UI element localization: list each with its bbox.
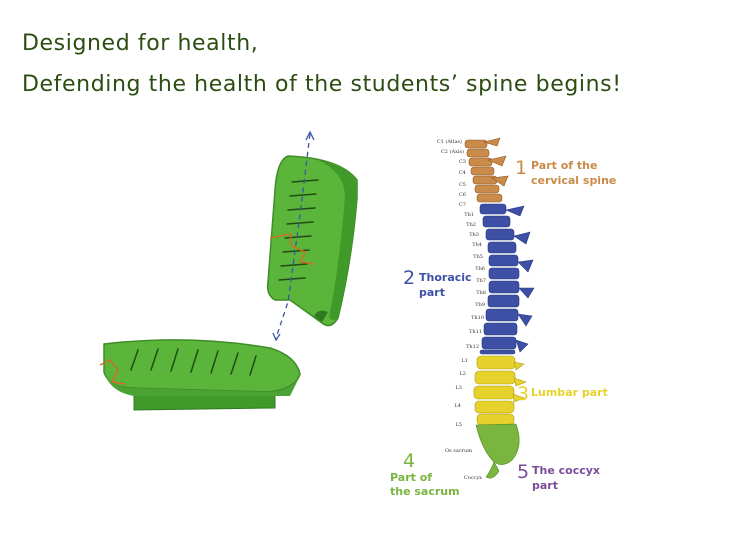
- seat: [99, 339, 301, 411]
- section-label-line-1: Lumbar part: [531, 386, 608, 399]
- section-sacrum: 4 Part of the sacrum: [390, 450, 460, 498]
- section-label-line-2: part: [532, 479, 558, 492]
- vertebra-label: C2 (Axis): [441, 148, 464, 155]
- vertebra-label: Th8: [476, 290, 486, 296]
- vertebra-label: Th10: [471, 315, 484, 321]
- section-thoracic: 2 Thoracic part: [403, 267, 472, 299]
- section-lumbar: 3 Lumbar part: [517, 383, 608, 405]
- vertebra-label: Th6: [475, 266, 485, 272]
- thoracic-vertebrae: [479, 203, 535, 355]
- section-label-line-1: Thoracic: [419, 271, 472, 284]
- vertebra-label: Th9: [475, 302, 485, 308]
- vertebra-label: L2: [459, 371, 466, 377]
- section-number: 3: [517, 383, 529, 405]
- vertebra-label: C1 (Atlas): [437, 138, 462, 145]
- vertebra-label: Th4: [472, 242, 482, 248]
- vertebra-label: C7: [459, 202, 466, 208]
- headline-line-1: Designed for health,: [22, 31, 259, 56]
- cervical-vertebrae: [464, 137, 509, 203]
- sacrum: [475, 423, 520, 465]
- vertebra-label: Th3: [469, 232, 479, 238]
- vertebra-label: L1: [461, 358, 468, 364]
- section-number: 4: [403, 450, 415, 472]
- section-label-line-2: cervical spine: [531, 174, 616, 187]
- vertebra-label: C5: [459, 182, 466, 188]
- section-coccyx: 5 The coccyx part: [517, 461, 600, 492]
- vertebra-label: C6: [459, 192, 466, 198]
- vertebra-labels: C1 (Atlas) C2 (Axis) C3 C4 C5 C6 C7 Th1 …: [437, 138, 486, 481]
- vertebra-label: Th11: [469, 329, 482, 335]
- section-number: 1: [515, 157, 527, 179]
- backrest: [266, 130, 358, 342]
- vertebra-label: Th1: [464, 212, 474, 218]
- section-label-line-1: The coccyx: [532, 464, 600, 477]
- vertebra-label: L3: [455, 385, 462, 391]
- vertebra-label: L4: [454, 403, 461, 409]
- vertebra-label: C4: [459, 170, 466, 176]
- section-label-line-2: the sacrum: [390, 485, 460, 498]
- section-number: 5: [517, 461, 529, 483]
- vertebra-label: Coccyx: [464, 475, 482, 481]
- vertebra-label: L5: [455, 422, 462, 428]
- section-label-line-1: Part of the: [531, 159, 597, 172]
- section-label-line-1: Part of: [390, 471, 432, 484]
- headline-line-2: Defending the health of the students’ sp…: [22, 72, 622, 97]
- section-cervical: 1 Part of the cervical spine: [515, 157, 616, 187]
- vertebra-label: Th2: [466, 222, 476, 228]
- vertebra-label: Th7: [476, 278, 486, 284]
- coccyx: [485, 461, 500, 479]
- vertebra-label: Os sacrum: [445, 448, 472, 454]
- vertebra-label: Th12: [466, 344, 479, 350]
- lumbar-vertebrae: [473, 355, 527, 426]
- vertebra-label: Th5: [473, 254, 483, 260]
- vertebra-label: C3: [459, 159, 466, 165]
- spine: [464, 137, 535, 479]
- section-number: 2: [403, 267, 415, 289]
- section-label-line-2: part: [419, 286, 445, 299]
